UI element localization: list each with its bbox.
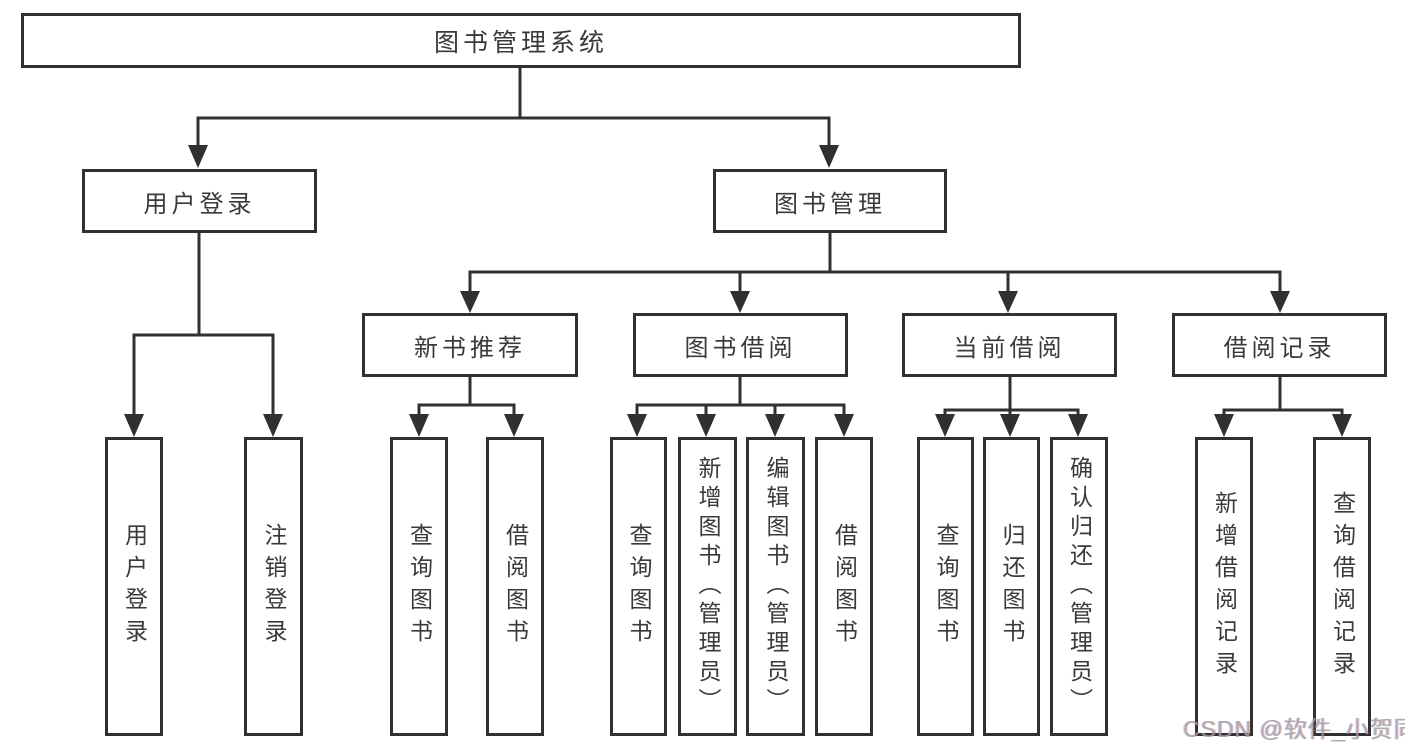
leaf-edit-book-admin: 编辑图书（管理员） (746, 437, 805, 736)
node-label: 注销登录 (261, 522, 287, 651)
node-label: 新书推荐 (414, 334, 526, 362)
leaf-add-borrow-record: 新增借阅记录 (1195, 437, 1253, 736)
leaf-logout: 注销登录 (244, 437, 303, 736)
node-label: 确认归还（管理员） (1066, 456, 1093, 717)
leaf-borrow-book-2: 借阅图书 (815, 437, 873, 736)
connector-user-login-children (124, 233, 283, 437)
node-current-borrow: 当前借阅 (902, 313, 1117, 377)
leaf-query-book-2: 查询图书 (610, 437, 667, 736)
connector-borrow-record-children (1214, 377, 1352, 437)
node-label: 编辑图书（管理员） (763, 456, 789, 717)
node-user-login: 用户登录 (82, 169, 317, 233)
node-label: 借阅图书 (502, 522, 529, 651)
node-label: 借阅记录 (1223, 334, 1336, 362)
node-label: 图书管理 (774, 190, 886, 218)
connector-root-to-level2 (188, 68, 839, 168)
leaf-query-book-3: 查询图书 (917, 437, 974, 736)
leaf-confirm-return-admin: 确认归还（管理员） (1050, 437, 1108, 736)
node-label: 查询借阅记录 (1329, 490, 1356, 683)
node-label: 图书管理系统 (433, 28, 608, 57)
node-system-root: 图书管理系统 (21, 13, 1021, 68)
node-label: 查询图书 (406, 522, 433, 651)
node-book-management: 图书管理 (713, 169, 947, 233)
node-label: 当前借阅 (953, 334, 1066, 362)
leaf-query-borrow-record: 查询借阅记录 (1313, 437, 1371, 736)
connector-current-borrow-children (935, 377, 1088, 437)
leaf-user-login: 用户登录 (105, 437, 163, 736)
node-label: 新增借阅记录 (1211, 490, 1238, 683)
node-label: 归还图书 (999, 522, 1025, 651)
csdn-watermark: CSDN @软件_小贺同学 (1183, 716, 1405, 742)
leaf-query-book-1: 查询图书 (390, 437, 448, 736)
connector-new-book-children (409, 377, 524, 437)
leaf-return-book: 归还图书 (983, 437, 1040, 736)
connector-book-borrow-children (627, 377, 854, 437)
node-label: 新增图书（管理员） (695, 456, 721, 717)
node-label: 用户登录 (121, 522, 148, 651)
node-label: 查询图书 (933, 522, 959, 651)
node-label: 查询图书 (626, 522, 652, 651)
node-label: 用户登录 (143, 190, 256, 218)
node-label: 图书借阅 (684, 334, 797, 362)
node-label: 借阅图书 (831, 522, 858, 651)
leaf-add-book-admin: 新增图书（管理员） (678, 437, 737, 736)
connector-book-mgmt-to-level3 (460, 233, 1290, 313)
node-new-book-recommend: 新书推荐 (362, 313, 578, 377)
leaf-borrow-book-1: 借阅图书 (486, 437, 544, 736)
node-borrow-record: 借阅记录 (1172, 313, 1387, 377)
node-book-borrow: 图书借阅 (633, 313, 848, 377)
